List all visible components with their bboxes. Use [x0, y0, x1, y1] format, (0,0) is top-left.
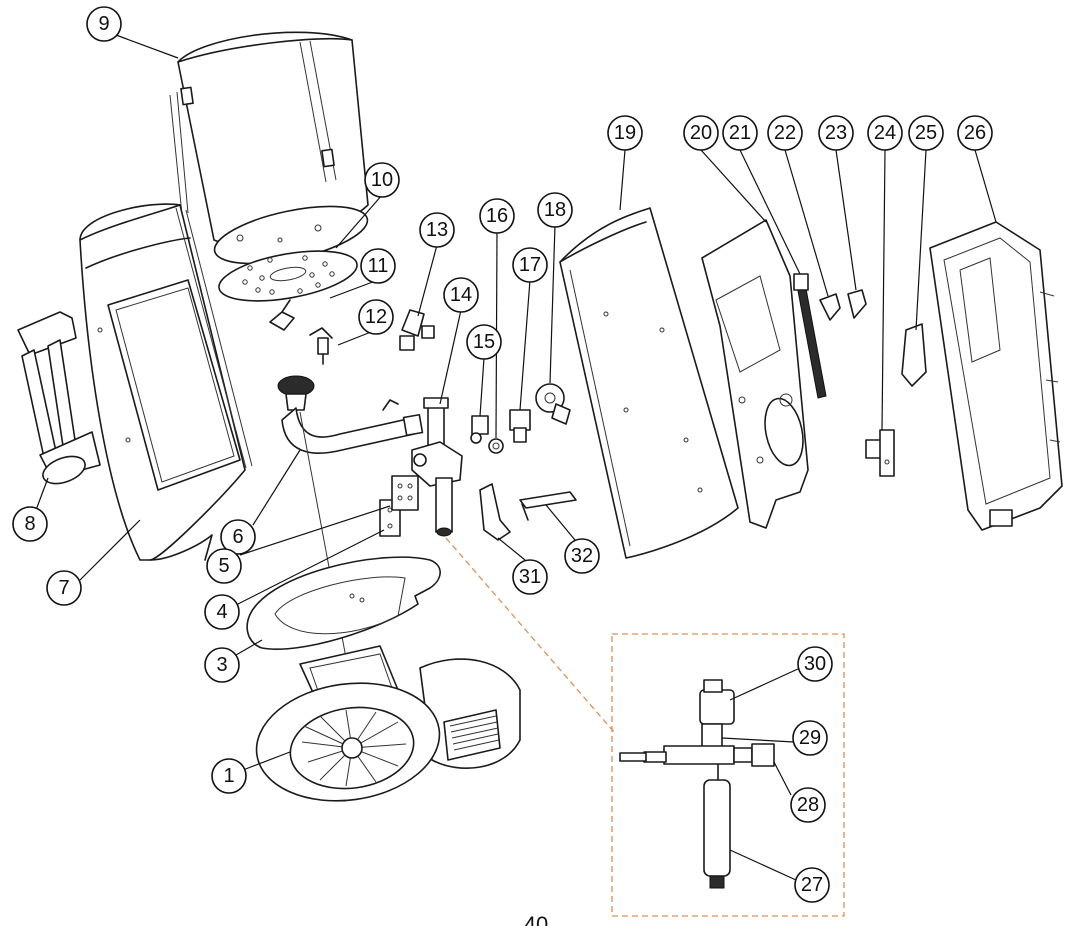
- callout-18-label: 18: [544, 199, 566, 221]
- callout-5: 5: [206, 548, 242, 584]
- callout-26: 26: [957, 115, 993, 151]
- callout-29-label: 29: [799, 727, 821, 749]
- callout-29: 29: [792, 720, 828, 756]
- callout-4-label: 4: [216, 601, 227, 623]
- callout-32-label: 32: [571, 545, 593, 567]
- assembly-axis-line: [299, 411, 353, 691]
- callout-10-label: 10: [371, 169, 393, 191]
- callout-13: 13: [419, 212, 455, 248]
- callout-28: 28: [790, 787, 826, 823]
- callout-23: 23: [818, 115, 854, 151]
- part-5-pcb: [391, 475, 419, 511]
- part-26-control-housing: [929, 221, 1063, 531]
- callout-28-label: 28: [797, 794, 819, 816]
- callout-31: 31: [512, 559, 548, 595]
- part-18-knob: [535, 383, 571, 425]
- callout-19: 19: [607, 115, 643, 151]
- callout-6-label: 6: [232, 526, 243, 548]
- callout-11: 11: [360, 248, 396, 284]
- detail-inset: [445, 537, 845, 917]
- callout-32: 32: [564, 538, 600, 574]
- callout-13-label: 13: [426, 219, 448, 241]
- callout-11-label: 11: [368, 255, 389, 277]
- callout-31-label: 31: [519, 566, 541, 588]
- callout-8: 8: [12, 506, 48, 542]
- part-17-solenoid: [509, 409, 531, 443]
- callout-30-label: 30: [804, 653, 826, 675]
- part-6-gas-tube: [277, 375, 424, 454]
- part-13-fitting: [399, 309, 435, 351]
- page-number: 40: [524, 912, 548, 926]
- callout-6: 6: [220, 519, 256, 555]
- leader-lines: [35, 34, 997, 881]
- callout-20: 20: [683, 115, 719, 151]
- part-20-lower-cover: [701, 219, 809, 529]
- callout-5-label: 5: [218, 555, 229, 577]
- callout-22-label: 22: [774, 122, 796, 144]
- callout-12-label: 12: [365, 306, 387, 328]
- part-31-bracket: [479, 483, 511, 541]
- callout-17-label: 17: [519, 254, 541, 276]
- callout-21-label: 21: [729, 122, 751, 144]
- callout-16: 16: [479, 198, 515, 234]
- callout-27-label: 27: [801, 874, 823, 896]
- callout-1-label: 1: [223, 765, 234, 787]
- callout-22: 22: [767, 115, 803, 151]
- part-3-ring-plate: [246, 556, 441, 650]
- part-32-lever: [519, 491, 577, 521]
- part-25-connector: [901, 323, 927, 387]
- callout-19-label: 19: [614, 122, 636, 144]
- callout-15-label: 15: [473, 331, 495, 353]
- callout-20-label: 20: [690, 122, 712, 144]
- callout-10: 10: [364, 162, 400, 198]
- part-11-igniter: [269, 299, 295, 331]
- part-8-handle: [17, 311, 101, 485]
- callout-9: 9: [86, 6, 122, 42]
- callout-23-label: 23: [825, 122, 847, 144]
- callout-16-label: 16: [486, 205, 508, 227]
- part-16-nut: [488, 438, 504, 454]
- callout-9-label: 9: [98, 13, 109, 35]
- callout-1: 1: [211, 758, 247, 794]
- part-19-inner-shield: [559, 207, 739, 559]
- part-10-perforated-disc: [218, 250, 358, 302]
- part-7-outer-housing: [79, 203, 253, 561]
- callout-25-label: 25: [915, 122, 937, 144]
- callout-14: 14: [443, 277, 479, 313]
- callout-3: 3: [204, 647, 240, 683]
- callout-14-label: 14: [450, 284, 472, 306]
- part-24-switch-block: [865, 429, 895, 477]
- part-23-clip: [847, 289, 867, 319]
- callout-25: 25: [908, 115, 944, 151]
- callout-3-label: 3: [216, 654, 227, 676]
- part-9-top-shell: [169, 31, 369, 265]
- callout-17: 17: [512, 247, 548, 283]
- part-1-blower-assembly: [255, 645, 521, 802]
- callout-18: 18: [537, 192, 573, 228]
- callout-24-label: 24: [874, 122, 896, 144]
- callout-12: 12: [358, 299, 394, 335]
- part-21-rod: [793, 273, 827, 399]
- callout-15: 15: [466, 324, 502, 360]
- callout-24: 24: [867, 115, 903, 151]
- callout-27: 27: [794, 867, 830, 903]
- callout-21: 21: [722, 115, 758, 151]
- part-22-clip: [819, 293, 841, 321]
- part-15-switch: [470, 415, 489, 444]
- callout-30: 30: [797, 646, 833, 682]
- part-12-thermocouple: [309, 327, 333, 365]
- part-14-valve-body: [411, 397, 463, 537]
- callout-7: 7: [46, 570, 82, 606]
- callout-8-label: 8: [24, 513, 35, 535]
- callout-26-label: 26: [964, 122, 986, 144]
- callout-4: 4: [204, 594, 240, 630]
- callout-7-label: 7: [58, 577, 69, 599]
